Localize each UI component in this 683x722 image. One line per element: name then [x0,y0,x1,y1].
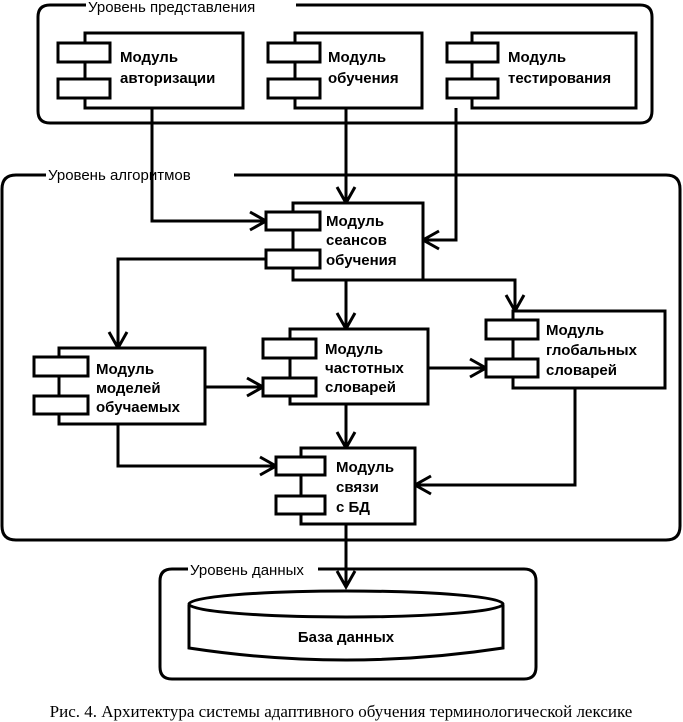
module-label: связи [336,479,379,496]
module-label: Модуль [120,49,178,66]
module-label: словарей [546,362,617,379]
component-port [484,357,540,379]
module-db-link: Модуль связи с БД [274,446,417,526]
edge-models-dblink [116,424,276,468]
module-label: частотных [325,360,405,377]
edge-sessions-global [423,278,517,311]
module-label: с БД [336,499,370,516]
module-global-dicts: Модуль глобальных словарей [484,309,667,390]
component-port [264,210,322,232]
database-label: База данных [298,629,395,646]
edge-testing-sessions [423,108,458,242]
component-port [261,337,318,360]
module-label: Модуль [328,49,386,66]
component-port [264,248,322,270]
module-label: обучения [326,252,397,269]
edge-auth-sessions [150,108,266,223]
component-port [274,494,327,516]
module-label: словарей [325,379,396,396]
data-layer-label: Уровень данных [190,562,304,579]
module-auth: Модуль авторизации [56,31,245,110]
component-port [261,376,318,398]
module-label: тестирования [508,70,611,87]
component-port [484,318,540,341]
component-port [32,355,90,378]
presentation-layer: Уровень представления [36,0,654,125]
module-label: Модуль [508,49,566,66]
module-learning: Модуль обучения [266,31,424,110]
data-layer: Уровень данных [158,561,538,681]
figure-caption: Рис. 4. Архитектура системы адаптивного … [50,702,633,721]
module-label: Модуль [546,322,604,339]
component-port [445,77,500,100]
module-frequency-dicts: Модуль частотных словарей [261,327,430,406]
module-sessions: Модуль сеансов обучения [264,201,425,282]
database-cylinder: База данных [187,589,505,662]
component-port [56,41,112,64]
module-label: сеансов [326,232,387,249]
component-port [266,41,322,64]
component-port [266,77,322,100]
edge-sessions-models [116,257,266,348]
algorithms-layer-label: Уровень алгоритмов [48,167,191,184]
module-learner-models: Модуль моделей обучаемых [32,346,207,426]
module-label: Модуль [96,361,154,378]
component-port [445,41,500,64]
arrowhead [335,570,357,591]
component-port [56,77,112,100]
module-testing: Модуль тестирования [445,31,638,110]
module-label: обучения [328,70,399,87]
module-label: Модуль [325,341,383,358]
component-port [32,394,90,416]
component-port [274,455,327,477]
module-label: авторизации [120,70,215,87]
module-label: глобальных [546,342,638,359]
module-label: Модуль [336,459,394,476]
module-label: Модуль [326,213,384,230]
edge-global-dblink [415,388,577,487]
module-label: моделей [96,380,161,397]
algorithms-layer: Уровень алгоритмов [0,166,682,542]
module-label: обучаемых [96,399,181,416]
presentation-layer-label: Уровень представления [88,0,255,16]
